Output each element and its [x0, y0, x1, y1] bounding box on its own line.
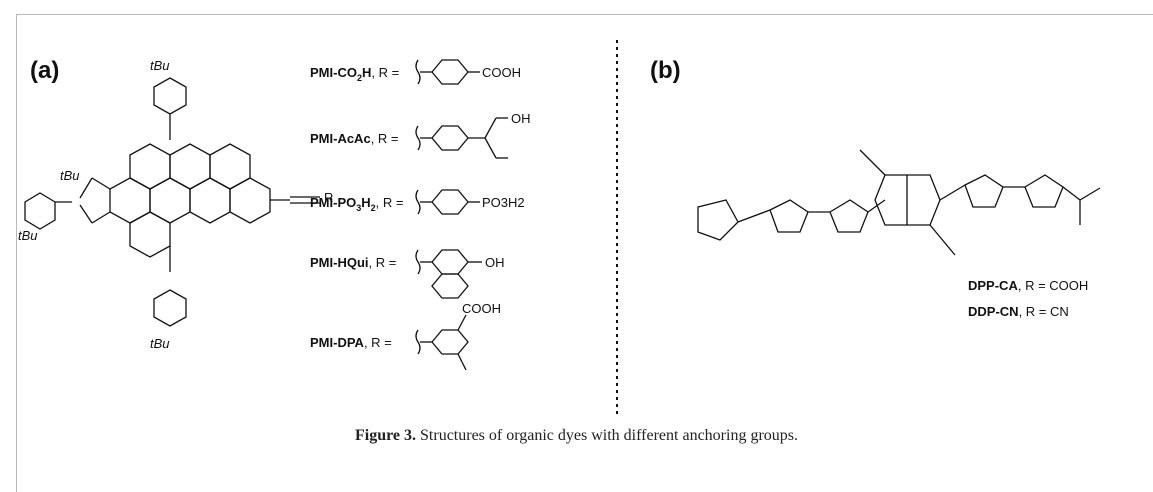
pmi-core-structure — [24, 77, 320, 327]
anchor-ring-1 — [415, 59, 480, 85]
ddp-cn-name: DDP-CN, R = CN — [968, 304, 1069, 319]
tbu-left-bottom-label: tBu — [18, 228, 38, 243]
caption-label: Figure 3. — [354, 427, 417, 444]
tbu-bottom-label: tBu — [150, 336, 170, 351]
dpp-ca-name: DPP-CA, R = COOH — [968, 278, 1088, 293]
dye-1-anchor: COOH — [482, 65, 521, 80]
dye-4-name: PMI-HQui, R = — [310, 255, 396, 270]
tbu-left-top-label: tBu — [60, 168, 80, 183]
caption-text: Structures of organic dyes with differen… — [416, 427, 798, 444]
tbu-top-label: tBu — [150, 58, 170, 73]
dye-3-name: PMI-PO3H2, R = — [310, 195, 403, 213]
dye-2-name: PMI-AcAc, R = — [310, 131, 399, 146]
dye-3-anchor: PO3H2 — [482, 195, 525, 210]
anchor-ring-5 — [415, 314, 469, 371]
anchor-ring-2 — [415, 117, 508, 159]
figure-caption: Figure 3. Structures of organic dyes wit… — [0, 427, 1153, 445]
dye-4-anchor: OH — [485, 255, 505, 270]
dye-5-anchor: COOH — [462, 301, 501, 316]
r-group-label: R — [324, 190, 333, 205]
dye-1-name: PMI-CO2H, R = — [310, 65, 399, 83]
figure-frame — [16, 14, 1153, 492]
panel-b-label: (b) — [650, 57, 681, 84]
dpp-structure — [697, 149, 1101, 256]
panel-a-label: (a) — [30, 57, 59, 84]
dye-5-name: PMI-DPA, R = — [310, 335, 392, 350]
anchor-ring-4 — [415, 249, 482, 299]
anchor-ring-3 — [415, 189, 480, 215]
dye-2-anchor: OH — [511, 111, 531, 126]
